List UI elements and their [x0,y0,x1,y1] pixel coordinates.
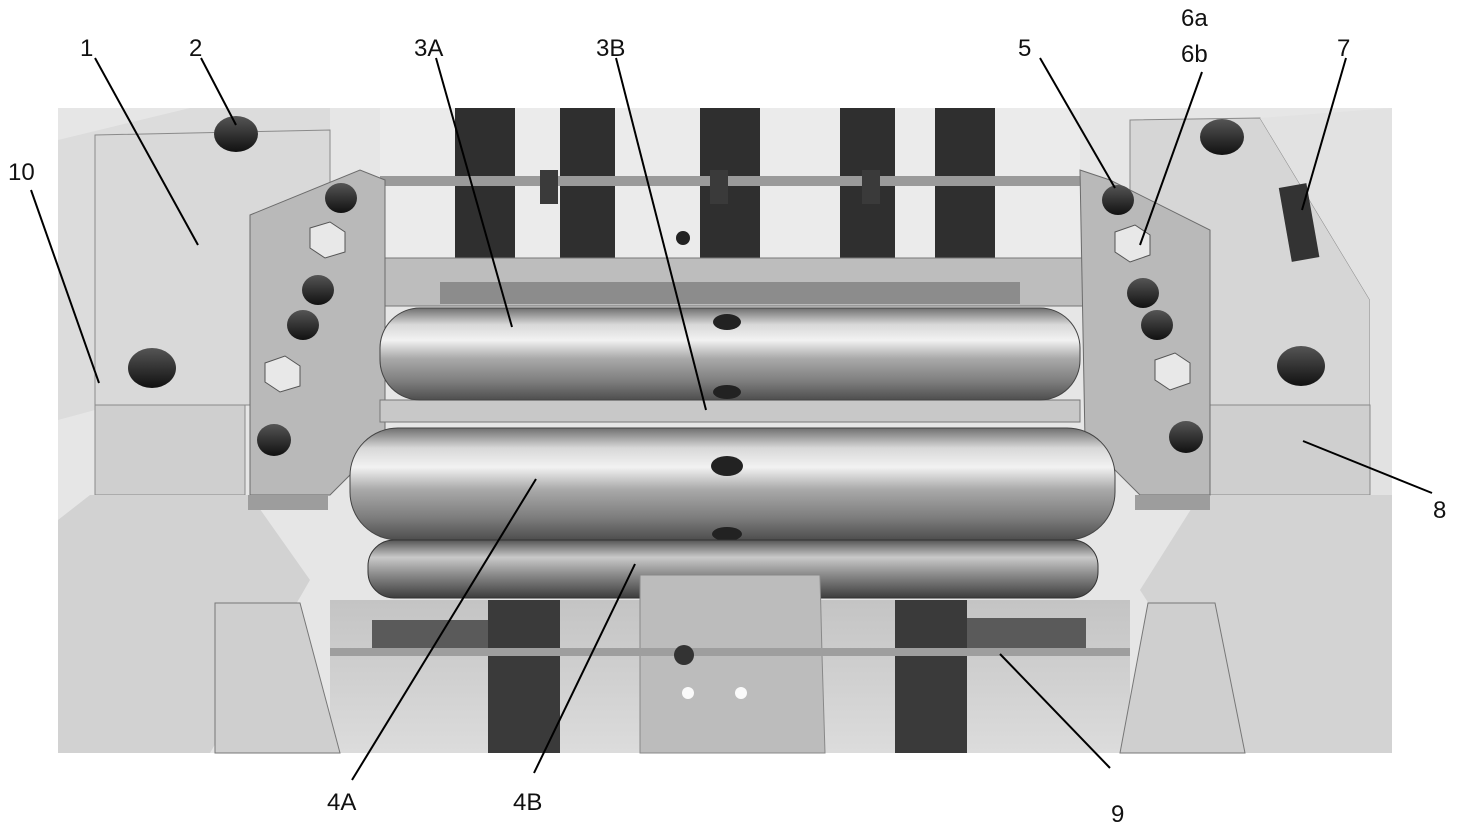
side-guide-right [1119,602,1246,754]
leader-4b [533,563,636,774]
callout-labels: 1 2 3A 3B 4A 4B 5 6a 6b 7 8 9 10 [8,5,1446,828]
leader-3a [435,57,513,328]
front-belt-right [895,600,967,753]
label-6b: 6b [1181,41,1208,68]
roller-4a [349,427,1116,541]
label-1: 1 [80,35,93,62]
right-bolts [1114,224,1191,391]
leader-2 [200,57,237,126]
left-bolts [264,221,346,393]
label-9: 9 [1111,801,1124,828]
leader-4a [351,478,537,781]
leader-10 [30,189,100,384]
roller-3a [379,307,1081,401]
brush-bristles [440,282,1020,304]
right-screws [1102,185,1203,453]
label-3a: 3A [414,35,443,62]
leader-lines [30,57,1433,781]
front-rod [330,648,1130,656]
tray-hole-right [735,687,747,699]
rear-hole [676,231,690,245]
tray-screw [674,645,694,665]
side-guide-left [214,602,341,754]
label-10: 10 [8,159,35,186]
label-7: 7 [1337,35,1350,62]
label-8: 8 [1433,497,1446,524]
leader-8 [1302,440,1433,494]
label-3b: 3B [596,35,625,62]
front-tray [214,574,1246,754]
leader-7 [1301,57,1347,211]
leader-6 [1139,71,1203,246]
leader-9 [999,653,1111,769]
label-4a: 4A [327,789,356,816]
machine-photo [58,108,1392,754]
rubber-feet [128,116,1325,388]
leader-1 [94,57,199,246]
tray-hole-left [682,687,694,699]
rod-clips [540,170,880,204]
label-2: 2 [189,35,202,62]
label-5: 5 [1018,35,1031,62]
label-4b: 4B [513,789,542,816]
roller-guide-plate [379,399,1081,423]
leader-5 [1039,57,1116,189]
rear-rod [380,176,1080,186]
front-belt-left [488,600,560,753]
label-6a: 6a [1181,5,1208,32]
left-screws [257,183,357,456]
leader-3b [615,57,707,411]
